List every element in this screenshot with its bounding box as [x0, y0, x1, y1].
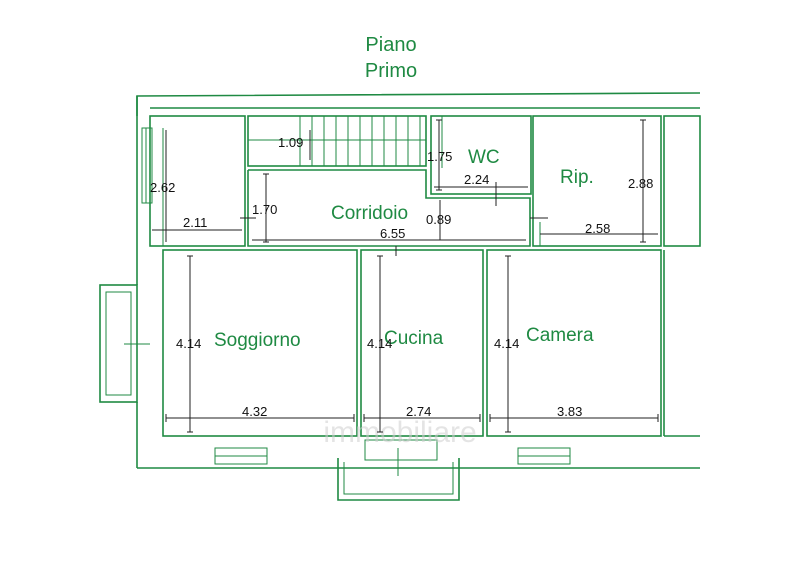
dim-label-camera-width: 3.83 — [557, 404, 582, 419]
balcony-bottom — [337, 458, 460, 501]
dim-label-corridoio-width: 6.55 — [380, 226, 405, 241]
dim-label-camera-height: 4.14 — [494, 336, 519, 351]
plan-title-line2: Primo — [365, 60, 417, 82]
dim-label-cucina-width: 2.74 — [406, 404, 431, 419]
dim-label-left-height: 2.62 — [150, 180, 175, 195]
outer-walls — [99, 92, 701, 501]
room-label-soggiorno: Soggiorno — [214, 330, 301, 351]
dim-label-stair-height: 1.09 — [278, 135, 303, 150]
room-label-cucina: Cucina — [384, 328, 444, 349]
staircase — [247, 115, 427, 167]
watermark: immobiliare — [323, 416, 476, 449]
dim-label-cucina-height: 4.14 — [367, 336, 392, 351]
dim-label-wc-height: 1.75 — [427, 149, 452, 164]
dim-label-corridoio-height2: 0.89 — [426, 212, 451, 227]
room-label-camera: Camera — [526, 325, 594, 346]
room-label-wc: WC — [468, 147, 500, 168]
dim-label-soggiorno-height: 4.14 — [176, 336, 201, 351]
dim-label-rip-width: 2.58 — [585, 221, 610, 236]
left-top-room — [141, 115, 246, 247]
dim-label-wc-width: 2.24 — [464, 172, 489, 187]
dim-label-rip-height: 2.88 — [628, 176, 653, 191]
dim-label-left-width: 2.11 — [183, 215, 207, 230]
corridoio-room — [247, 169, 531, 247]
wc-room — [430, 115, 532, 195]
dim-label-corridoio-height: 1.70 — [252, 202, 277, 217]
plan-title-line1: Piano — [365, 34, 416, 56]
dim-label-soggiorno-width: 4.32 — [242, 404, 267, 419]
room-label-corridoio: Corridoio — [331, 203, 408, 224]
right-partial-room — [663, 115, 701, 247]
room-label-rip: Rip. — [560, 167, 594, 188]
dimension-lines — [152, 119, 659, 433]
cucina-room — [360, 249, 484, 437]
camera-room — [486, 249, 662, 437]
bottom-windows — [214, 439, 571, 465]
soggiorno-room — [162, 249, 358, 437]
